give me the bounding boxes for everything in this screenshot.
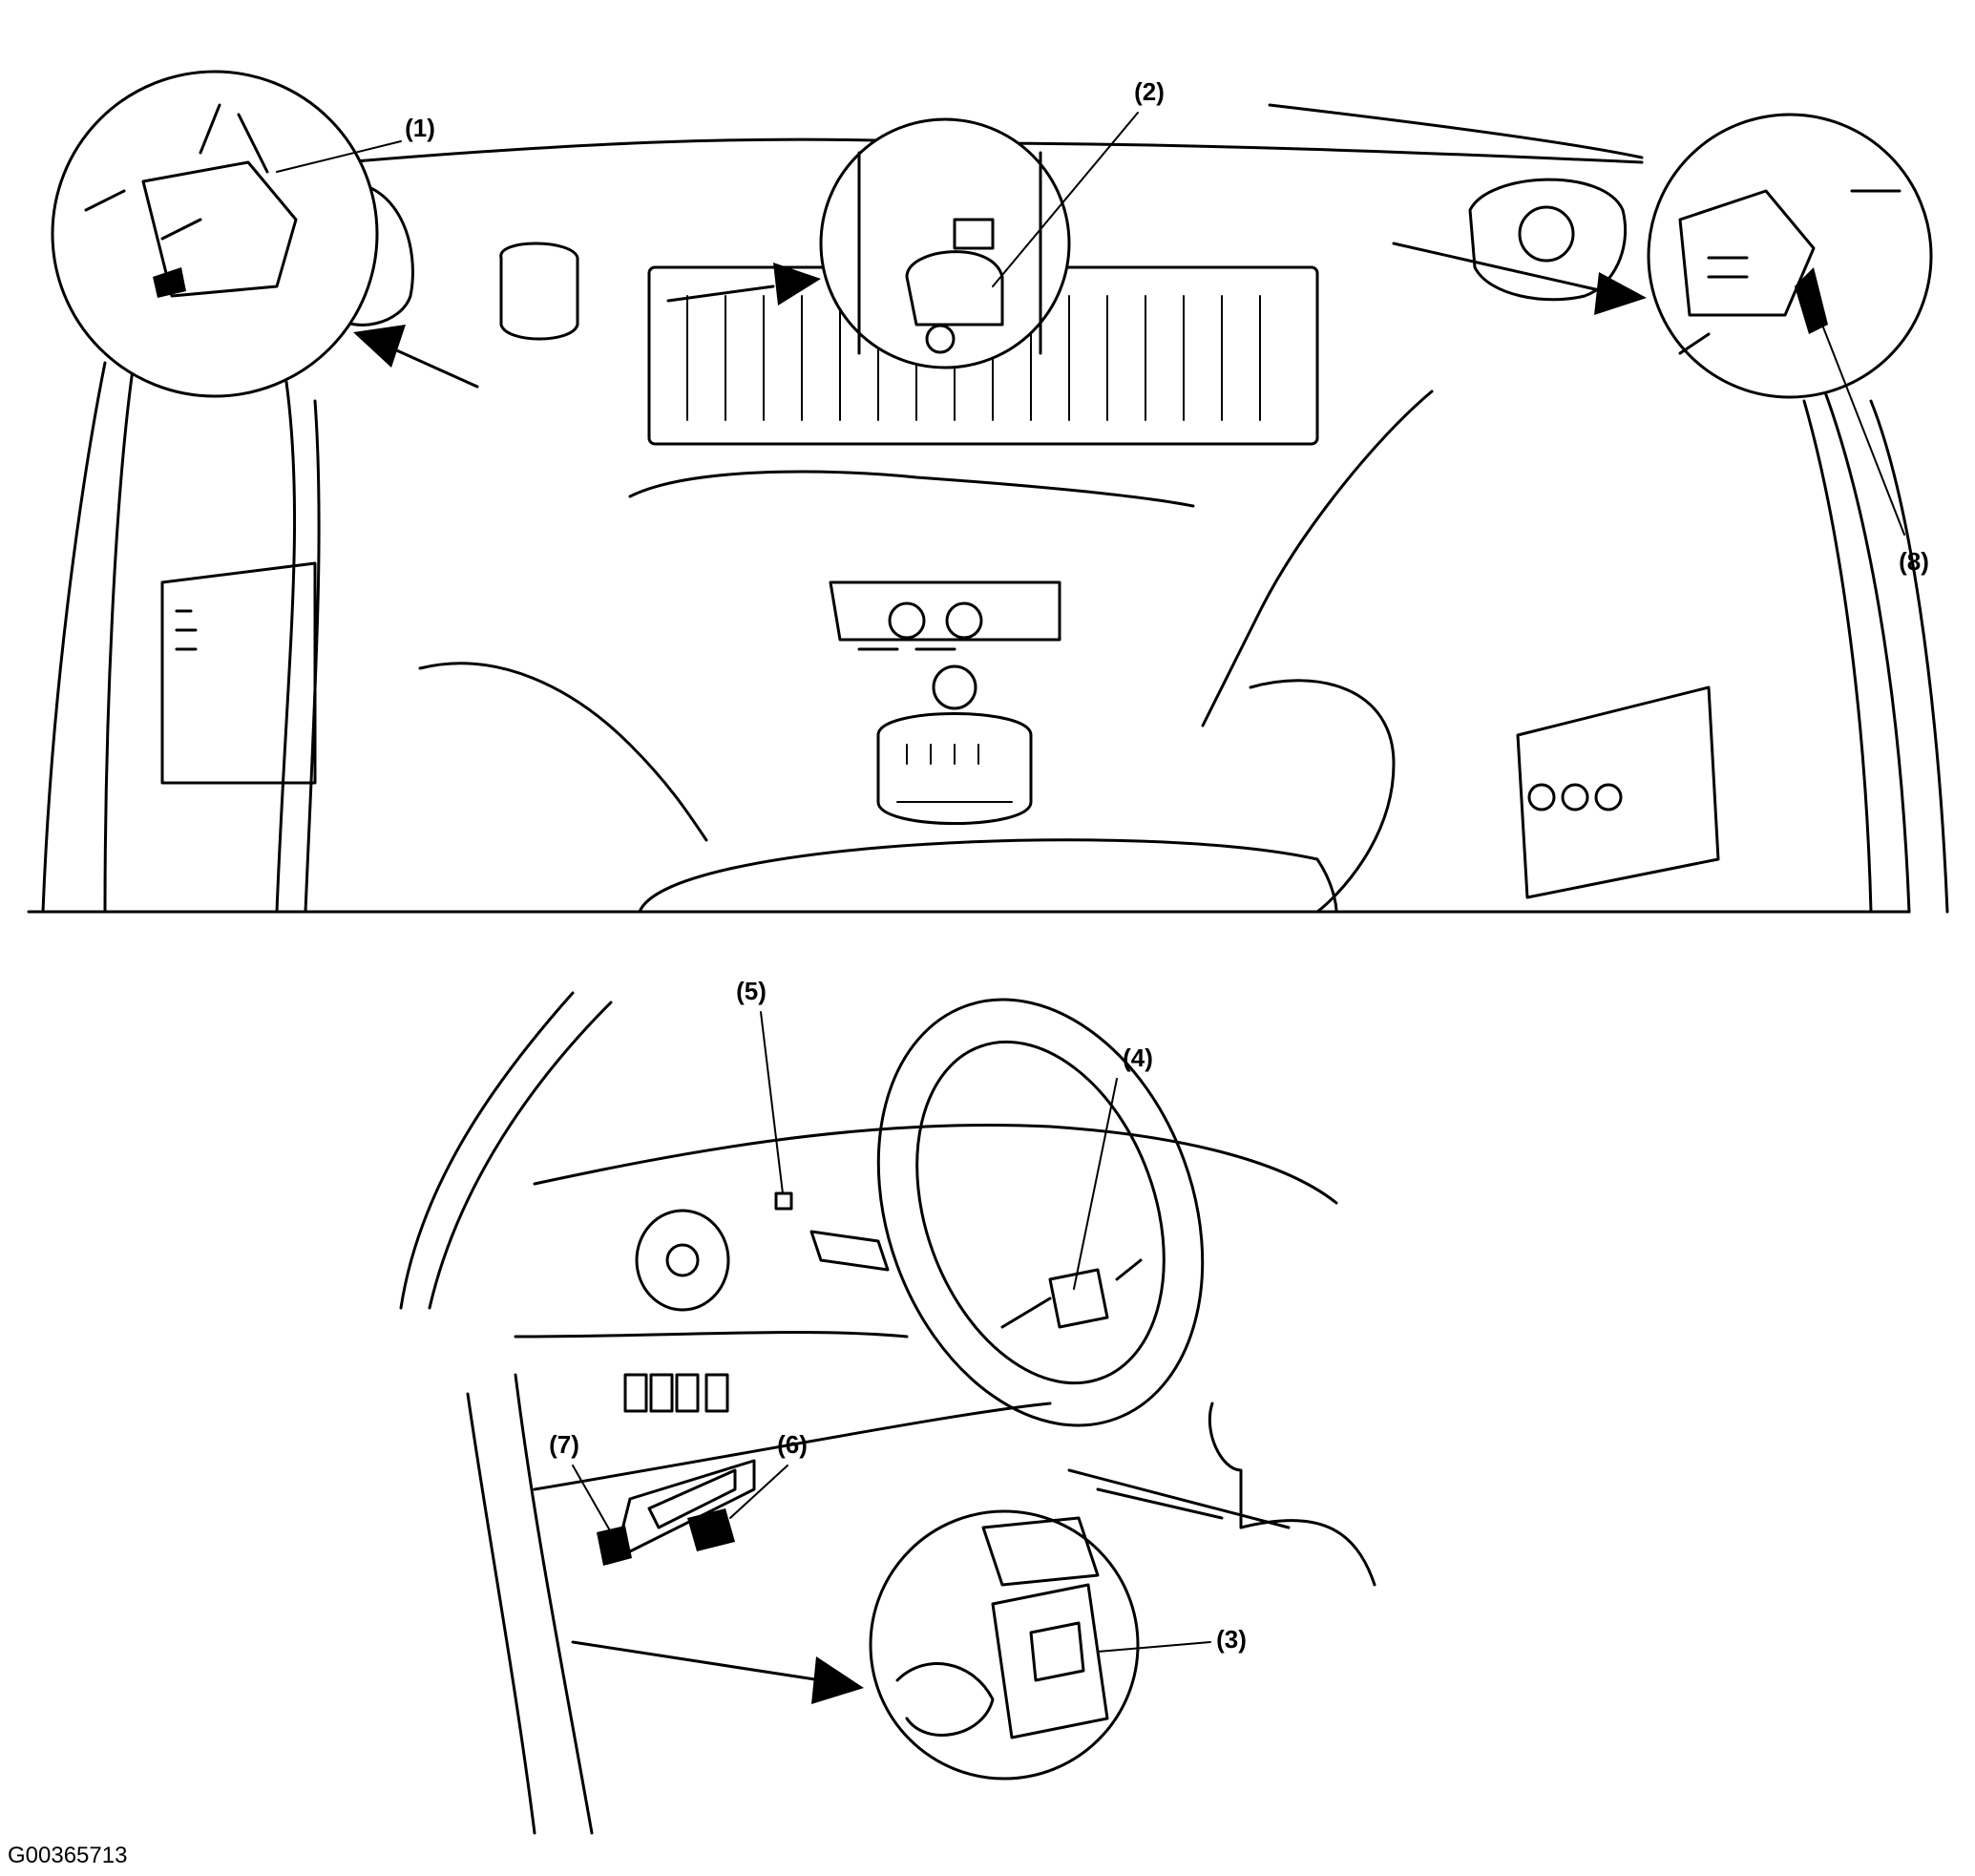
shift-lever	[1208, 1402, 1243, 1529]
leader-4	[1073, 1078, 1118, 1290]
steering-column-stalk	[809, 1230, 890, 1272]
battery-cell-3	[1594, 783, 1623, 812]
arrow-to-inset-8	[1392, 242, 1647, 315]
callout-1: (1)	[405, 114, 435, 142]
right-strut-tower	[1468, 178, 1628, 302]
leader-1	[276, 140, 402, 173]
cam-cover-bolt-2	[945, 601, 983, 640]
front-bumper-line	[638, 838, 1338, 914]
battery-cell-2	[1561, 783, 1589, 812]
leader-6	[729, 1465, 788, 1519]
callout-7: (7)	[549, 1430, 579, 1459]
oil-filler-cap	[932, 664, 977, 710]
door-frame	[399, 991, 613, 1835]
reservoir-tank	[499, 242, 579, 341]
inset-circle-2	[819, 117, 1071, 369]
alternator-fins	[896, 744, 1013, 803]
inset-2-component	[857, 151, 1042, 355]
leader-5	[760, 1011, 784, 1194]
harness-right	[1249, 679, 1396, 914]
component-4-connector	[1000, 1258, 1143, 1329]
intake-hose	[418, 662, 708, 842]
figure-code: G00365713	[8, 1843, 127, 1868]
air-vent	[635, 1209, 730, 1312]
steering-wheel-inner	[915, 1040, 1166, 1385]
interior-view	[399, 991, 1376, 1835]
component-7-connector	[597, 1526, 632, 1566]
inset-3-harness	[895, 1662, 995, 1737]
battery	[1516, 685, 1720, 899]
dash-top	[533, 1123, 1338, 1205]
inset-circle-8	[1647, 113, 1933, 399]
callout-8: (8)	[1899, 547, 1929, 576]
dash-lower	[514, 1331, 1052, 1491]
console	[1067, 1468, 1376, 1587]
callout-4: (4)	[1123, 1043, 1153, 1072]
right-strut-mount	[1518, 205, 1575, 263]
main-hose-left	[275, 380, 321, 914]
inset-circle-1	[51, 70, 379, 398]
alternator	[876, 712, 1033, 825]
air-filter-box	[160, 561, 317, 785]
leader-lines	[276, 112, 1905, 1653]
leader-8	[1817, 314, 1905, 536]
arrow-to-inset-2	[666, 263, 821, 306]
callout-3: (3)	[1216, 1625, 1247, 1654]
arrow-to-inset-1	[353, 325, 479, 389]
inset-2-bolt	[925, 324, 956, 354]
switch-panel	[623, 1373, 729, 1413]
main-hose-right	[1201, 390, 1434, 727]
fuse-box-opening	[619, 1459, 756, 1558]
steering-wheel-outer	[876, 998, 1205, 1427]
callout-2: (2)	[1134, 77, 1165, 106]
leader-7	[572, 1465, 612, 1533]
component-5-marker	[774, 1191, 793, 1211]
inset-3-component	[981, 1516, 1109, 1739]
leader-3	[1097, 1641, 1211, 1653]
battery-cell-1	[1527, 783, 1556, 812]
main-hose-center	[628, 470, 1195, 508]
leader-2	[992, 112, 1139, 287]
component-6-connector	[687, 1508, 735, 1551]
inset-1-component	[84, 103, 298, 298]
left-strut-tower	[332, 179, 414, 327]
cam-cover-bolt-1	[888, 601, 926, 640]
engine-compartment-view	[27, 70, 1949, 914]
inset-1-connector	[153, 267, 186, 298]
engine-block	[829, 580, 1061, 651]
air-vent-knob	[665, 1243, 700, 1277]
arrow-to-inset-3	[571, 1640, 864, 1704]
callout-6: (6)	[777, 1430, 808, 1459]
callout-5: (5)	[736, 977, 767, 1005]
